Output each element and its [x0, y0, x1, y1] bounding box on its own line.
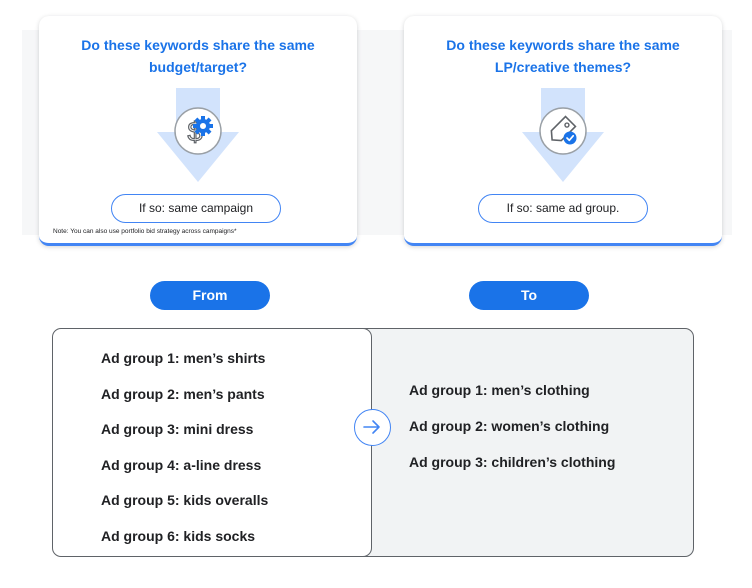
budget-target-card: Do these keywords share the same budget/…: [39, 16, 357, 246]
to-label: To: [469, 281, 589, 310]
arrow-right-icon: [354, 409, 391, 446]
same-campaign-pill: If so: same campaign: [111, 194, 281, 223]
list-item: Ad group 4: a-line dress: [101, 456, 262, 473]
portfolio-note: Note: You can also use portfolio bid str…: [53, 228, 237, 235]
card-title: Do these keywords share the same budget/…: [81, 37, 315, 75]
list-item: Ad group 3: mini dress: [101, 421, 254, 438]
to-panel: [330, 328, 694, 557]
lp-creative-card: Do these keywords share the same LP/crea…: [404, 16, 722, 246]
list-item: Ad group 2: men’s pants: [101, 385, 265, 402]
to-ad-group-list: Ad group 1: men’s clothing Ad group 2: w…: [409, 372, 615, 480]
from-panel: Ad group 1: men’s shirts Ad group 2: men…: [52, 328, 372, 557]
list-item: Ad group 3: children’s clothing: [409, 454, 616, 470]
list-item: Ad group 2: women’s clothing: [409, 418, 610, 434]
card-title: Do these keywords share the same LP/crea…: [446, 37, 680, 75]
from-label: From: [150, 281, 270, 310]
list-item: Ad group 1: men’s shirts: [101, 350, 266, 366]
from-ad-group-list: Ad group 1: men’s shirts Ad group 2: men…: [101, 341, 268, 555]
list-item: Ad group 6: kids socks: [101, 527, 256, 544]
same-ad-group-pill: If so: same ad group.: [478, 194, 648, 223]
down-arrow-icon: $: [157, 88, 239, 182]
down-arrow-icon: [522, 88, 604, 182]
list-item: Ad group 1: men’s clothing: [409, 382, 590, 398]
list-item: Ad group 5: kids overalls: [101, 492, 269, 509]
